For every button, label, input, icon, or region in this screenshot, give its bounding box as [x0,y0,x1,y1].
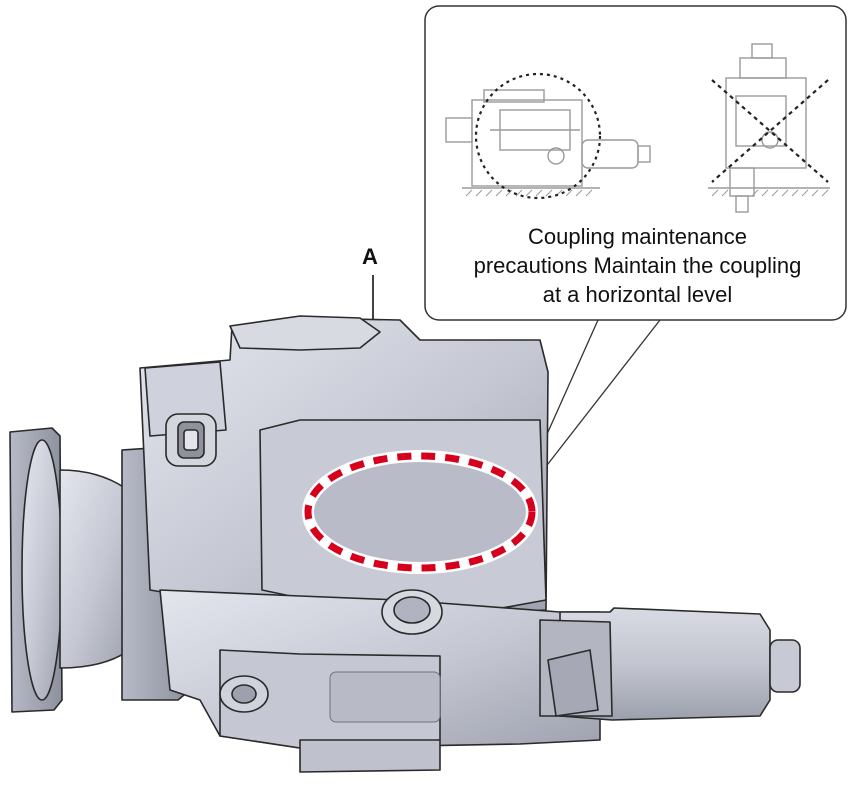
callout-box [424,5,847,479]
coupling-assembly [9,315,801,773]
label-a: A [362,244,378,269]
callout-line-2: precautions Maintain the coupling [473,253,802,278]
incorrect-position-icon [708,43,830,213]
focus-circle [474,72,602,200]
callout-text: Coupling maintenance precautions Maintai… [430,222,845,309]
correct-position-icon [445,89,651,197]
callout-line-1: Coupling maintenance [528,224,747,249]
callout-line-3: at a horizontal level [542,282,733,307]
cross-out-icon [711,79,829,183]
highlight-ellipse [304,452,536,572]
